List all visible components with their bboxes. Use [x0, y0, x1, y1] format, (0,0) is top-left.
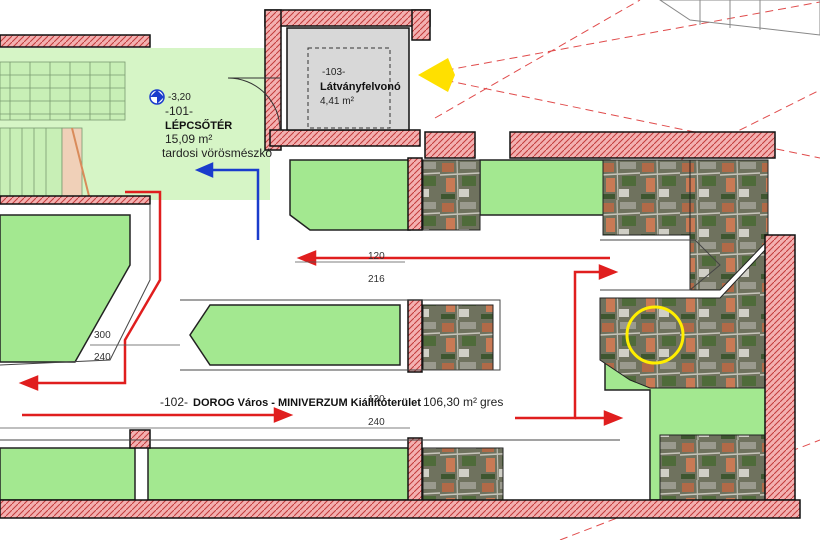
camera-cone-icon	[418, 58, 455, 92]
dim-120-upper: 120	[368, 251, 385, 262]
dimension-labels: 120 216 300 240 120 240	[0, 251, 410, 429]
flow-arrows	[18, 190, 624, 426]
top-right-building	[659, 0, 820, 36]
aerial-photo-3	[689, 159, 769, 291]
exhibition-floor: gres	[480, 395, 503, 409]
arrow-right-loop	[515, 270, 605, 420]
lift-car	[307, 47, 391, 129]
stair-treads	[0, 61, 126, 199]
aerial-photo-4	[599, 248, 766, 389]
lift-shaft	[286, 27, 410, 131]
lift-area: 4,41 m²	[320, 96, 355, 107]
stair-name: LÉPCSŐTÉR	[165, 119, 232, 132]
exhibition-number: -102-	[160, 395, 188, 409]
highlight-circle	[625, 305, 685, 365]
aerial-photo-7	[659, 434, 766, 501]
aerial-photo-5	[422, 304, 494, 371]
stair-floor: tardosi vörösmészkő	[162, 146, 272, 160]
dim-240-left: 240	[94, 352, 111, 363]
blue-arrow	[194, 162, 260, 240]
arrow-lower-head	[273, 407, 294, 423]
dim-240-lower: 240	[368, 417, 385, 428]
stair-area: 15,09 m²	[165, 132, 212, 146]
door-swing	[227, 77, 281, 131]
exhibition-name: DOROG Város - MINIVERZUM Kiállítóterület	[193, 397, 421, 409]
dim-300: 300	[94, 330, 111, 341]
level-marker	[149, 89, 165, 105]
corridor-outlines	[0, 205, 721, 441]
exhibition-area: 106,30 m²	[423, 395, 477, 409]
arrow-upper-head	[296, 250, 317, 266]
aerial-photos	[422, 159, 769, 501]
railing	[71, 127, 91, 201]
dim-120-lower: 120	[368, 394, 385, 405]
arrow-left-loop	[30, 190, 162, 385]
lift-number: -103-	[322, 67, 345, 78]
aerial-photo-6	[422, 447, 504, 501]
lift-name: Látványfelvonó	[320, 81, 401, 93]
stair-level: -3,20	[168, 92, 191, 103]
stair-number: -101-	[165, 104, 193, 118]
walls	[0, 9, 801, 519]
dim-216: 216	[368, 274, 385, 285]
aerial-photo-1	[422, 159, 481, 231]
